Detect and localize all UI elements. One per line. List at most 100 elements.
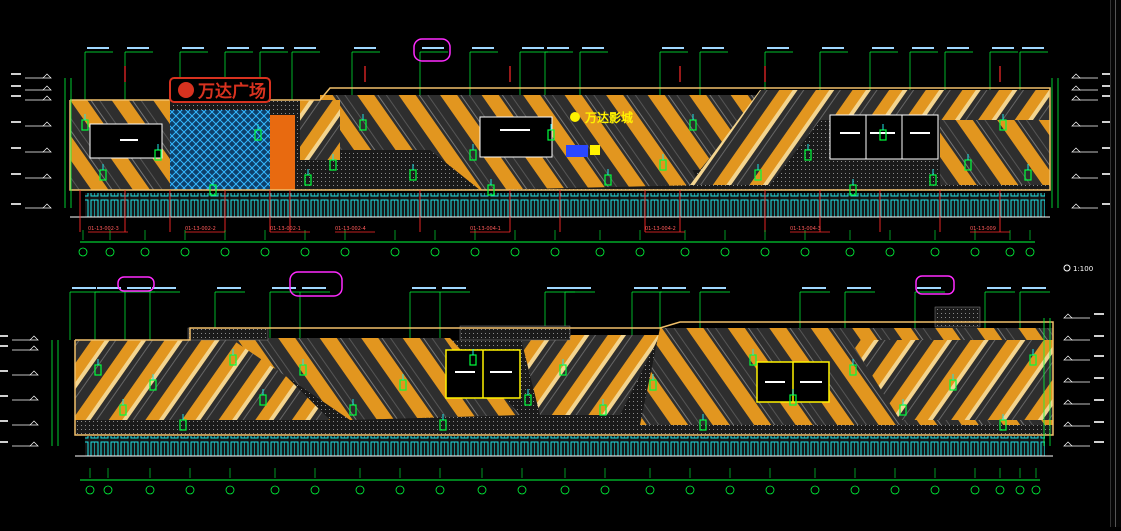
level-symbol <box>29 441 39 447</box>
upper-window-3 <box>829 114 939 160</box>
axis-bubble <box>560 485 570 495</box>
level-symbol <box>1071 147 1081 153</box>
axis-bubble <box>550 247 560 257</box>
annotation-text-stub <box>547 47 569 49</box>
annotation-text-stub <box>472 47 494 49</box>
level-text-stub <box>11 203 21 205</box>
axis-bubble <box>1015 485 1025 495</box>
cinema-sign-text: 万达影城 <box>584 110 633 125</box>
level-text-stub <box>1094 399 1104 401</box>
axis-bubble <box>890 485 900 495</box>
upper-band-2 <box>420 95 760 170</box>
axis-bubble <box>300 247 310 257</box>
axis-bubble <box>635 247 645 257</box>
lower-axis-bubbles <box>85 468 1041 495</box>
upper-outline <box>69 87 1051 191</box>
annotation-text-stub <box>72 287 96 289</box>
annotation-text-stub <box>127 47 149 49</box>
annotation-text-stub <box>947 47 969 49</box>
lower-fixtures <box>94 349 1037 431</box>
annotation-text-stub <box>662 287 686 289</box>
annotation-text-stub <box>582 47 604 49</box>
level-text-stub <box>11 147 21 149</box>
axis-bubble <box>340 247 350 257</box>
axis-bubble <box>260 247 270 257</box>
level-symbol <box>1071 121 1081 127</box>
cinema-blue-mark <box>566 145 588 157</box>
level-text-stub <box>0 335 8 337</box>
level-symbol <box>42 121 52 127</box>
level-text-stub <box>1102 85 1112 87</box>
annotation-text-stub <box>912 47 934 49</box>
level-symbol <box>29 395 39 401</box>
lower-elevation <box>0 271 1104 495</box>
axis-bubble <box>145 485 155 495</box>
level-text-stub <box>1102 173 1112 175</box>
annotation-text-stub <box>992 47 1014 49</box>
level-text-stub <box>1094 335 1104 337</box>
annotation-text-stub <box>87 47 109 49</box>
annotation-text-stub <box>272 287 296 289</box>
lower-top-parapet <box>187 327 269 341</box>
axis-bubble <box>685 485 695 495</box>
upper-orange-panel <box>270 115 295 190</box>
level-symbol <box>1071 73 1081 79</box>
section-mark-label: 01-13-009 <box>970 226 996 232</box>
axis-bubble <box>185 485 195 495</box>
level-symbol <box>1071 203 1081 209</box>
axis-bubble <box>930 485 940 495</box>
axis-bubble <box>435 485 445 495</box>
axis-bubble <box>477 485 487 495</box>
lower-level-marks-right <box>1043 313 1104 447</box>
axis-bubble <box>517 485 527 495</box>
level-text-stub <box>1094 421 1104 423</box>
annotation-text-stub <box>522 47 544 49</box>
axis-bubble <box>225 485 235 495</box>
axis-bubble <box>395 485 405 495</box>
annotation-text-stub <box>227 47 249 49</box>
annotation-text-stub <box>1022 47 1044 49</box>
annotation-text-stub <box>422 47 444 49</box>
annotation-text-stub <box>702 287 726 289</box>
annotation-text-stub <box>442 287 466 289</box>
axis-bubble <box>850 485 860 495</box>
axis-bubble <box>78 247 88 257</box>
level-symbol <box>42 203 52 209</box>
annotation-text-stub <box>182 47 204 49</box>
upper-band-3 <box>690 90 1050 185</box>
section-mark-label: 01-13-002-4 <box>335 226 366 232</box>
axis-bubble <box>680 247 690 257</box>
annotation-text-stub <box>567 287 591 289</box>
level-symbol <box>42 85 52 91</box>
vertical-scrollbar[interactable] <box>1110 0 1121 527</box>
axis-bubble <box>885 247 895 257</box>
upper-level-marks-right <box>1051 73 1112 209</box>
level-symbol <box>29 335 39 341</box>
axis-bubble <box>105 247 115 257</box>
cinema-yellow-mark <box>590 145 600 155</box>
annotation-text-stub <box>97 287 121 289</box>
revision-cloud-lower-3 <box>915 275 955 295</box>
annotation-text-stub <box>217 287 241 289</box>
axis-bubble <box>510 247 520 257</box>
level-text-stub <box>0 395 8 397</box>
axis-bubble <box>720 247 730 257</box>
upper-glass-curtain <box>170 110 270 190</box>
upper-band-4 <box>940 120 1050 185</box>
annotation-text-stub <box>354 47 376 49</box>
axis-bubble <box>430 247 440 257</box>
level-symbol <box>42 95 52 101</box>
axis-bubble <box>970 485 980 495</box>
annotation-text-stub <box>917 287 941 289</box>
level-text-stub <box>1102 203 1112 205</box>
level-symbol <box>1063 441 1073 447</box>
axis-bubble <box>930 247 940 257</box>
level-text-stub <box>11 121 21 123</box>
level-symbol <box>1063 399 1073 405</box>
axis-bubble <box>180 247 190 257</box>
section-mark-label: 01-13-004-2 <box>645 226 676 232</box>
